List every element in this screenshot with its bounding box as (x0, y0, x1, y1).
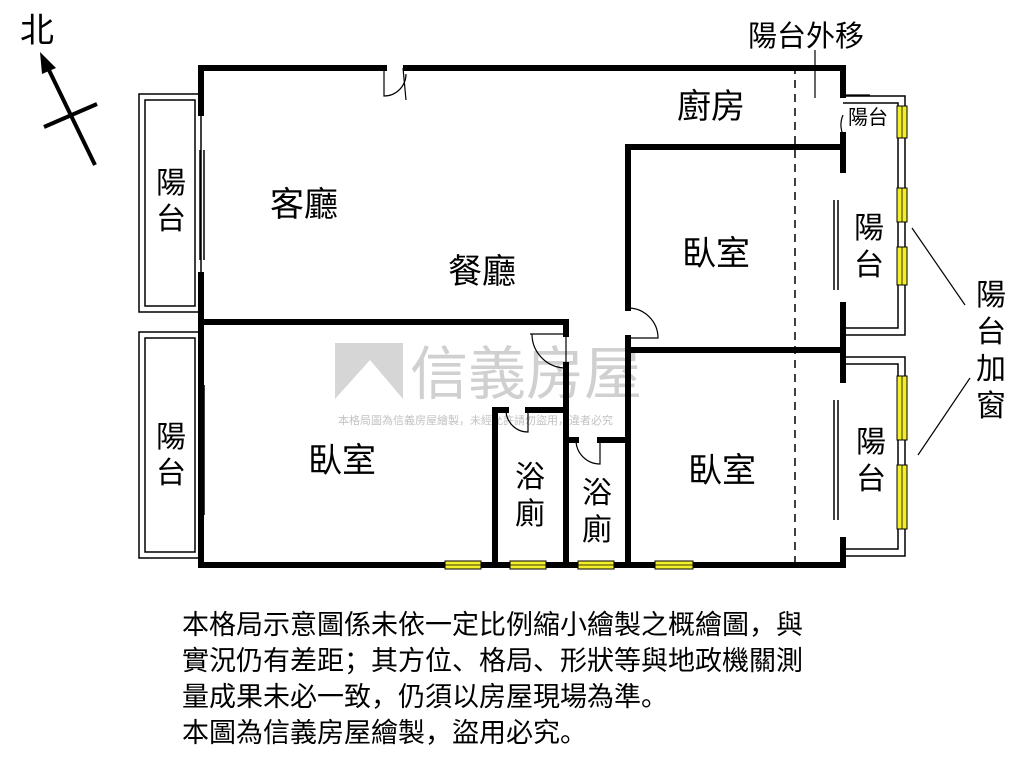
walls (198, 65, 846, 568)
disclaimer-line: 本圖為信義房屋繪製，盜用必究。 (182, 718, 587, 749)
balcony-label: 陽 (854, 211, 884, 246)
bathroom-label: 廁 (582, 513, 612, 548)
bath-door-icon (575, 439, 601, 465)
bathroom-label: 廁 (515, 497, 545, 532)
bedroom-label: 臥室 (308, 441, 376, 481)
balcony-label: 台 (856, 462, 886, 497)
bedroom-door-icon (627, 307, 659, 339)
bathroom-label: 浴 (582, 476, 612, 511)
balcony-label: 台 (854, 248, 884, 283)
balcony-label: 陽 (156, 420, 186, 455)
dining-room-label: 餐廳 (448, 252, 516, 292)
bathroom-label: 浴 (515, 460, 545, 495)
doors (383, 67, 870, 465)
callout-line (917, 377, 971, 456)
bedroom-label: 臥室 (682, 234, 750, 274)
balcony-window-label: 加 (976, 352, 1006, 387)
balcony-label: 台 (156, 202, 186, 237)
entrance-door-icon (383, 68, 407, 97)
north-compass: 北 (20, 11, 98, 166)
balcony-window-label: 台 (976, 315, 1006, 350)
disclaimer-line: 本格局示意圖係未依一定比例縮小繪製之概繪圖，與 (182, 610, 803, 641)
balcony-label: 陽 (156, 166, 186, 201)
living-room-label: 客廳 (270, 185, 338, 225)
disclaimer-note: 本格局示意圖係未依一定比例縮小繪製之概繪圖，與 實況仍有差距；其方位、格局、形狀… (182, 608, 902, 752)
balcony-window-label: 陽 (976, 278, 1006, 313)
balcony-label: 陽 (856, 425, 886, 460)
watermark-brand: 信義房屋 (410, 340, 642, 408)
callout-line (911, 227, 966, 306)
balcony-moved-out-label: 陽台外移 (748, 19, 864, 53)
watermark-notice: 本格局圖為信義房屋繪製，未經允許請勿盜用，違者必究 (338, 413, 613, 427)
room-labels: 客廳 餐廳 廚房 臥室 臥室 臥室 浴 廁 浴 廁 (270, 87, 756, 548)
north-label: 北 (20, 11, 54, 51)
watermark: 信義房屋 本格局圖為信義房屋繪製，未經允許請勿盜用，違者必究 (335, 340, 642, 427)
kitchen-label: 廚房 (677, 87, 745, 127)
balcony-window-label: 窗 (976, 389, 1006, 424)
bath-door-icon (505, 409, 529, 433)
balcony-labels: 陽 台 陽 台 陽 台 陽 台 陽台 (156, 105, 888, 497)
small-balcony-label: 陽台 (848, 105, 888, 129)
disclaimer-line: 實況仍有差距；其方位、格局、形狀等與地政機關測 (182, 646, 803, 677)
disclaimer-line: 量成果未必一致，仍須以房屋現場為準。 (182, 682, 668, 713)
bedroom-door-icon (530, 333, 567, 369)
annotations: 陽台外移 陽 台 加 窗 (748, 19, 1006, 424)
balcony-label: 台 (156, 456, 186, 491)
bedroom-label: 臥室 (688, 451, 756, 491)
windows (444, 105, 908, 570)
